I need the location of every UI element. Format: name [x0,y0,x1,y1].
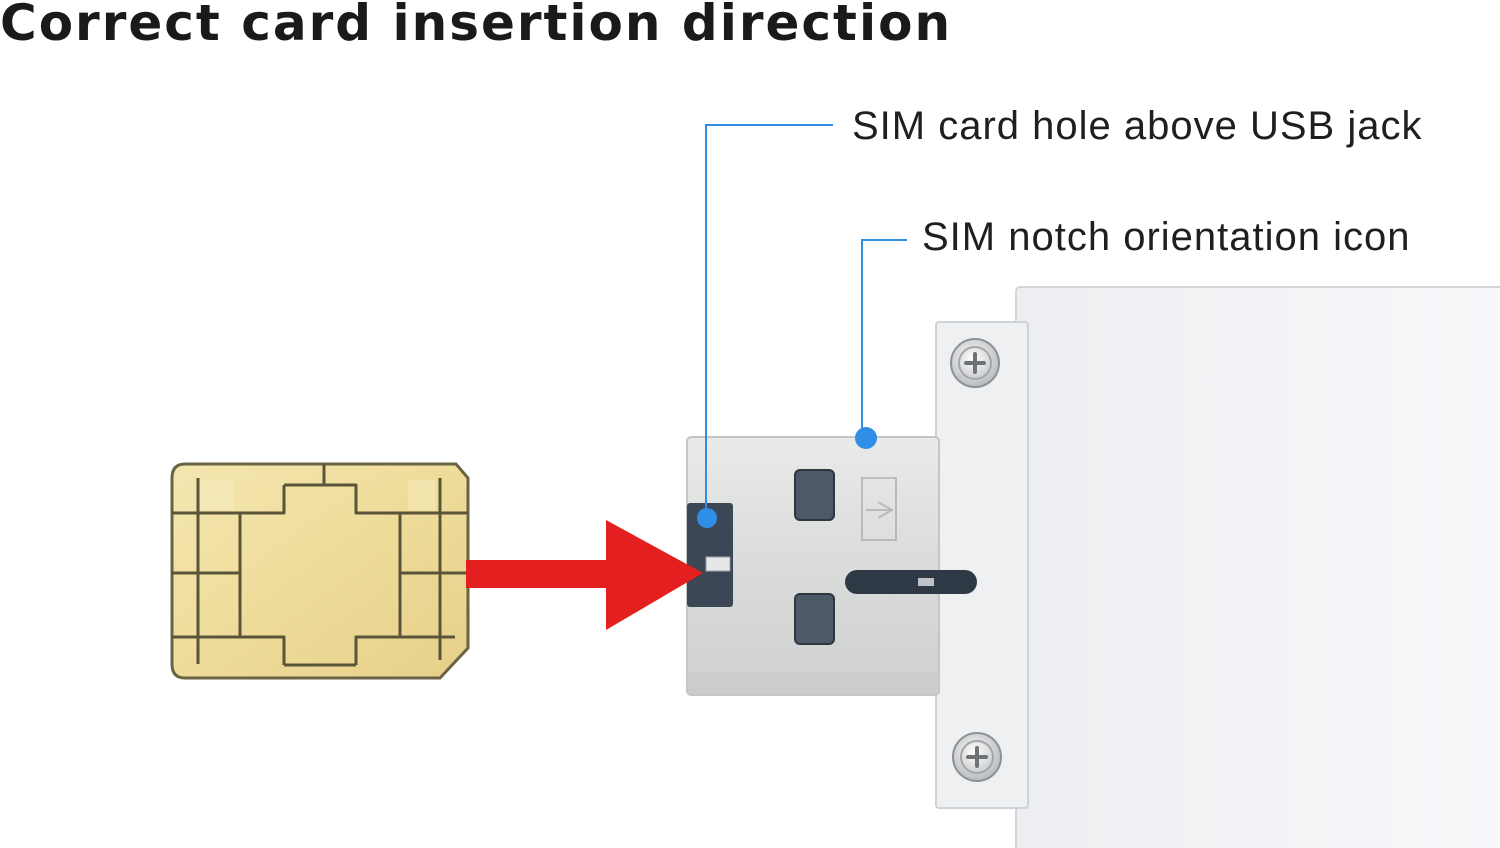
insertion-arrow-icon [466,520,703,630]
callout-hole-line [697,124,833,528]
usb-contact-window [794,593,835,645]
sim-card-icon [170,462,470,680]
usb-dongle [935,286,1500,848]
usb-contact-window [794,469,835,521]
sim-hole-callout-label: SIM card hole above USB jack [852,104,1423,148]
screw-icon [950,338,1000,388]
dongle-main-body [1015,286,1500,848]
dongle-slot [845,570,977,594]
screw-icon [952,732,1002,782]
sim-notch-icon [861,477,897,541]
sim-notch-callout-label: SIM notch orientation icon [922,215,1411,259]
page-title: Correct card insertion direction [0,0,953,52]
callout-notch-line [855,239,907,449]
sim-card-hole [687,503,733,607]
usb-plug-icon [686,436,977,696]
